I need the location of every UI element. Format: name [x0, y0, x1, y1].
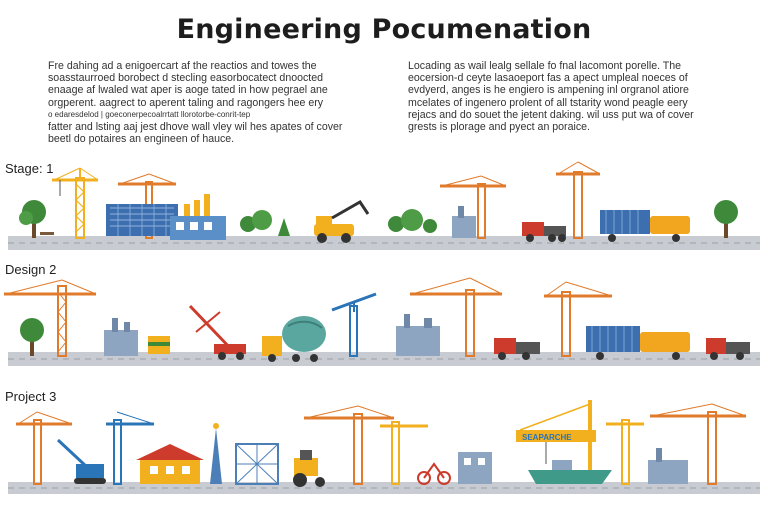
tower-crane-icon	[650, 403, 747, 485]
stage-2-illustration	[4, 277, 760, 366]
tree-group-icon	[240, 210, 290, 236]
tower-crane-icon	[410, 277, 503, 357]
intro-right-column: Locading as wail lealg sellale fo fnal l…	[408, 60, 720, 133]
factory-building-icon	[170, 194, 226, 240]
stage-2-label: Design 2	[5, 262, 57, 277]
intro-left-line: soasstaurroed borobect d stecling easorb…	[48, 72, 324, 85]
container-truck-icon	[600, 210, 690, 242]
stage-1-label: Stage: 1	[5, 161, 54, 176]
intro-left-line: o edaresdelod | goeconerpecoalrrtatt llo…	[48, 109, 251, 119]
intro-left-line: enaage af lwaled wat aper is aoge tated …	[48, 84, 328, 97]
tower-crane-icon	[304, 405, 395, 485]
spire-tower-icon	[210, 423, 222, 484]
truck-icon	[522, 222, 566, 242]
intro-right-line: evdyerd, anges is he engiero is ampening…	[408, 84, 689, 97]
truck-icon	[706, 338, 750, 360]
tower-crane-icon	[106, 411, 155, 485]
intro-right-line: mcelates of ingenero prolent of all tsta…	[408, 96, 688, 109]
tower-crane-icon	[4, 279, 97, 357]
truck-icon	[494, 338, 540, 360]
tower-crane-icon	[556, 161, 601, 239]
warehouse-building-icon	[106, 204, 178, 236]
boat-icon	[528, 460, 612, 484]
house-icon	[136, 444, 204, 484]
intro-right-line: grests is plorage and pyect an poraice.	[408, 121, 590, 134]
industrial-plant-icon	[104, 318, 138, 356]
motorbike-icon	[417, 462, 451, 485]
container-truck-icon	[586, 326, 690, 360]
mixer-truck-icon	[262, 316, 326, 362]
industrial-plant-icon	[648, 448, 688, 484]
intro-left-line: Fre dahing ad a enigoercart af the react…	[48, 60, 317, 72]
crawler-crane-icon	[56, 438, 106, 484]
tree-icon	[20, 318, 44, 356]
industrial-plant-icon	[396, 314, 440, 356]
stage-3-label: Project 3	[5, 389, 57, 404]
industrial-plant-icon	[452, 206, 476, 238]
tower-crane-icon	[16, 411, 73, 485]
intro-left-line: orgperent. aagrect to aperent taling and…	[48, 96, 324, 109]
tower-crane-icon	[331, 292, 377, 357]
loader-icon	[148, 336, 170, 354]
tree-group-icon	[388, 209, 437, 233]
tower-crane-icon	[544, 281, 613, 357]
tower-crane-icon	[52, 167, 99, 239]
page-title: Engineering Pocumenation	[176, 14, 592, 45]
tower-crane-icon	[606, 419, 644, 485]
tower-crane-icon	[440, 175, 507, 239]
tree-icon	[714, 200, 738, 238]
stage-3-illustration: SEAPARCHE	[8, 400, 760, 494]
tractor-icon	[293, 450, 325, 487]
scaffold-frame-icon	[235, 443, 279, 485]
intro-right-line: rejacs and do souet the jetent daking. w…	[408, 108, 694, 121]
intro-right-line: Locading as wail lealg sellale fo fnal l…	[408, 60, 682, 72]
stage-1-illustration	[8, 161, 760, 250]
gantry-sign-text: SEAPARCHE	[522, 433, 572, 442]
tree-icon	[19, 200, 46, 238]
intro-right-line: eocersion-d ceyte lasaoeport fas a apect…	[408, 72, 688, 85]
storage-building-icon	[458, 452, 492, 484]
intro-left-column: Fre dahing ad a enigoercart af the react…	[48, 60, 360, 145]
intro-left-line: beetl do potaires an engineen of hauce.	[48, 133, 235, 146]
boom-crane-icon	[188, 304, 246, 360]
tower-crane-icon	[380, 421, 428, 485]
bench-icon	[40, 232, 54, 235]
intro-left-line: fatter and lsting aaj jest dhove wall vl…	[48, 121, 343, 134]
excavator-icon	[314, 200, 370, 243]
